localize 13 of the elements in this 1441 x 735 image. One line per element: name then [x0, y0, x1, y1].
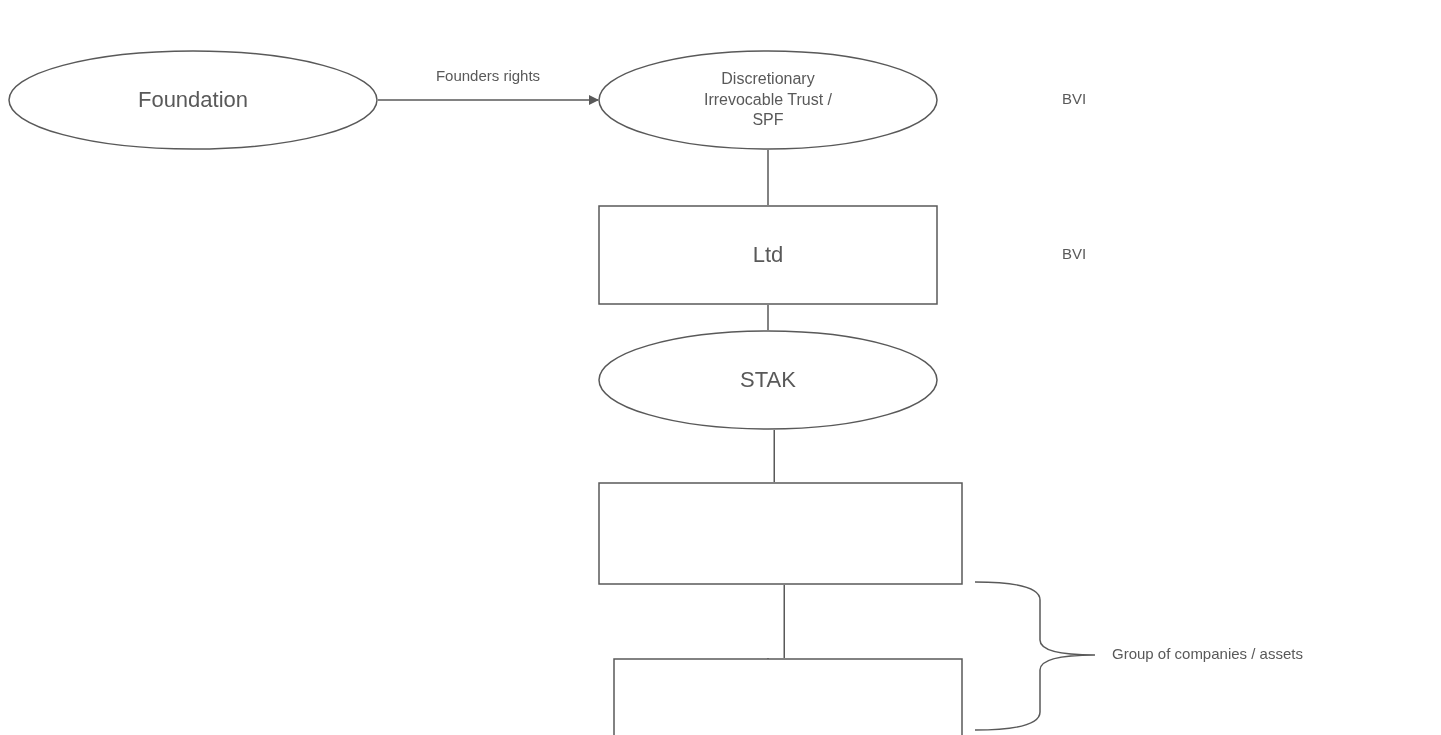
annotation-text: Group of companies / assets	[1112, 645, 1303, 662]
annotation-text: BVI	[1062, 90, 1087, 107]
connector-line	[767, 149, 769, 206]
edge-label: Founders rights	[435, 67, 541, 84]
connector-line	[783, 584, 785, 659]
node-label: Ltd	[752, 240, 784, 269]
connector-line	[773, 429, 775, 483]
node-label: Discretionary Irrevocable Trust / SPF	[703, 68, 833, 131]
annotation-text: BVI	[1062, 245, 1087, 262]
node-label: STAK	[740, 365, 796, 394]
arrow	[377, 95, 599, 105]
connector-line	[767, 304, 769, 331]
node-label: Foundation	[137, 85, 249, 114]
